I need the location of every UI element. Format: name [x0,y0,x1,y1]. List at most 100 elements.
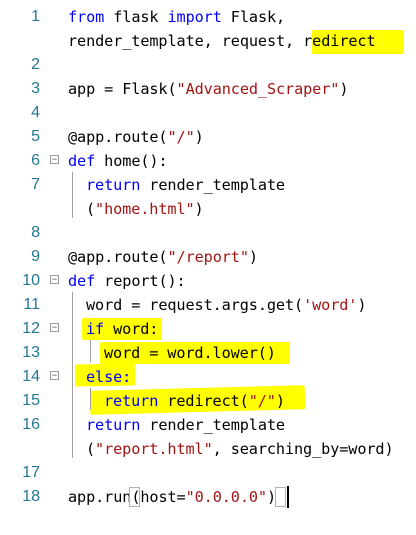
line-number: 15 [22,392,40,409]
line-number: 17 [22,464,40,481]
code-text: ) [248,248,258,266]
line-number: 14 [22,368,40,385]
code-text: ) [194,200,204,218]
line-number: 9 [31,248,40,265]
string-literal: "0.0.0.0" [185,488,268,506]
line-number: 1 [31,8,40,25]
function-name: home [95,152,141,170]
code-text: render_template, request, [68,32,304,50]
text-cursor [287,486,289,508]
code-text: ( [86,440,96,458]
indent-guide [90,388,91,410]
code-line-15[interactable]: return redirect("/") [104,389,285,413]
code-text: ) [266,488,277,506]
string-literal: "/" [167,128,195,146]
line-number: 2 [31,56,40,73]
line-number: 8 [31,224,40,241]
keyword: return [86,416,141,434]
line-number: 11 [23,296,40,313]
code-text: ) [357,296,367,314]
code-line-6[interactable]: def home(): [68,149,168,173]
code-text: flask [104,8,168,26]
string-literal: "/" [248,392,276,410]
code-line-16-wrap[interactable]: ("report.html", searching_by=word) [86,437,394,461]
code-line-1[interactable]: from flask import Flask, [68,5,285,29]
line-number: 4 [31,104,40,121]
line-number: 3 [31,80,40,97]
code-text: app.run [68,488,132,506]
code-text: ) [194,128,204,146]
line-number: 7 [31,176,40,193]
code-text: app = Flask( [68,80,177,98]
code-line-10[interactable]: def report(): [68,269,186,293]
code-text: .get( [257,296,304,314]
keyword: return [104,392,159,410]
code-text: render_template [140,416,285,434]
code-text: redirect [303,32,376,50]
line-number: 16 [22,416,40,433]
code-text: args [221,296,258,314]
keyword: def [68,152,96,170]
line-number: 13 [22,344,40,361]
code-text: , searching_by=word) [212,440,394,458]
fold-minus-icon[interactable]: − [50,371,59,381]
indent-guide [72,172,73,218]
code-text: ) [339,80,349,98]
code-text: word = word. [104,344,213,362]
code-text: render_template [140,176,285,194]
code-line-14[interactable]: else: [86,365,131,389]
string-literal: "/report" [167,248,249,266]
line-number: 18 [22,488,40,505]
code-text: redirect( [158,392,249,410]
keyword: def [68,272,96,290]
code-line-1-wrap[interactable]: render_template, request, redirect [68,29,376,53]
string-literal: "report.html" [95,440,213,458]
function-name: report [95,272,159,290]
code-text: lower [212,344,258,362]
keyword: import [167,8,222,26]
highlight-if-word [82,318,162,340]
code-line-7[interactable]: return render_template [86,173,285,197]
code-line-13[interactable]: word = word.lower() [104,341,276,365]
highlight-word-lower [100,342,290,364]
code-text: word = request. [86,296,222,314]
line-number: 6 [31,152,40,169]
code-text: (): [158,272,186,290]
keyword: if [86,320,105,338]
line-number: 10 [22,272,40,289]
code-text: () [257,344,276,362]
string-literal: "home.html" [95,200,195,218]
highlight-redirect-import [312,30,404,54]
code-text: ) [275,392,285,410]
fold-minus-icon[interactable]: − [50,275,59,285]
decorator: @app.route( [68,248,168,266]
code-line-11[interactable]: word = request.args.get('word') [86,293,366,317]
code-line-5[interactable]: @app.route("/") [68,125,204,149]
code-line-18[interactable]: app.run(host="0.0.0.0") [68,485,276,509]
code-text: ( [131,488,141,506]
indent-guide [90,340,91,362]
code-line-3[interactable]: app = Flask("Advanced_Scraper") [68,77,348,101]
fold-minus-icon[interactable]: − [50,323,59,333]
bracket-match [129,487,140,507]
code-text: word: [104,320,159,338]
code-text: (): [140,152,168,170]
bracket-match [275,487,286,507]
fold-minus-icon[interactable]: − [50,155,59,165]
keyword: else: [86,368,132,386]
string-literal: "Advanced_Scraper" [176,80,340,98]
keyword: return [86,176,141,194]
decorator: @app.route( [68,128,168,146]
code-text: ( [86,200,96,218]
code-line-16[interactable]: return render_template [86,413,285,437]
code-line-12[interactable]: if word: [86,317,158,341]
line-number: 5 [31,128,40,145]
string-literal: 'word' [303,296,358,314]
code-text: host= [140,488,186,506]
code-line-9[interactable]: @app.route("/report") [68,245,258,269]
indent-guide [72,292,73,458]
line-number: 12 [22,320,40,337]
code-line-7-wrap[interactable]: ("home.html") [86,197,204,221]
keyword: from [68,8,105,26]
